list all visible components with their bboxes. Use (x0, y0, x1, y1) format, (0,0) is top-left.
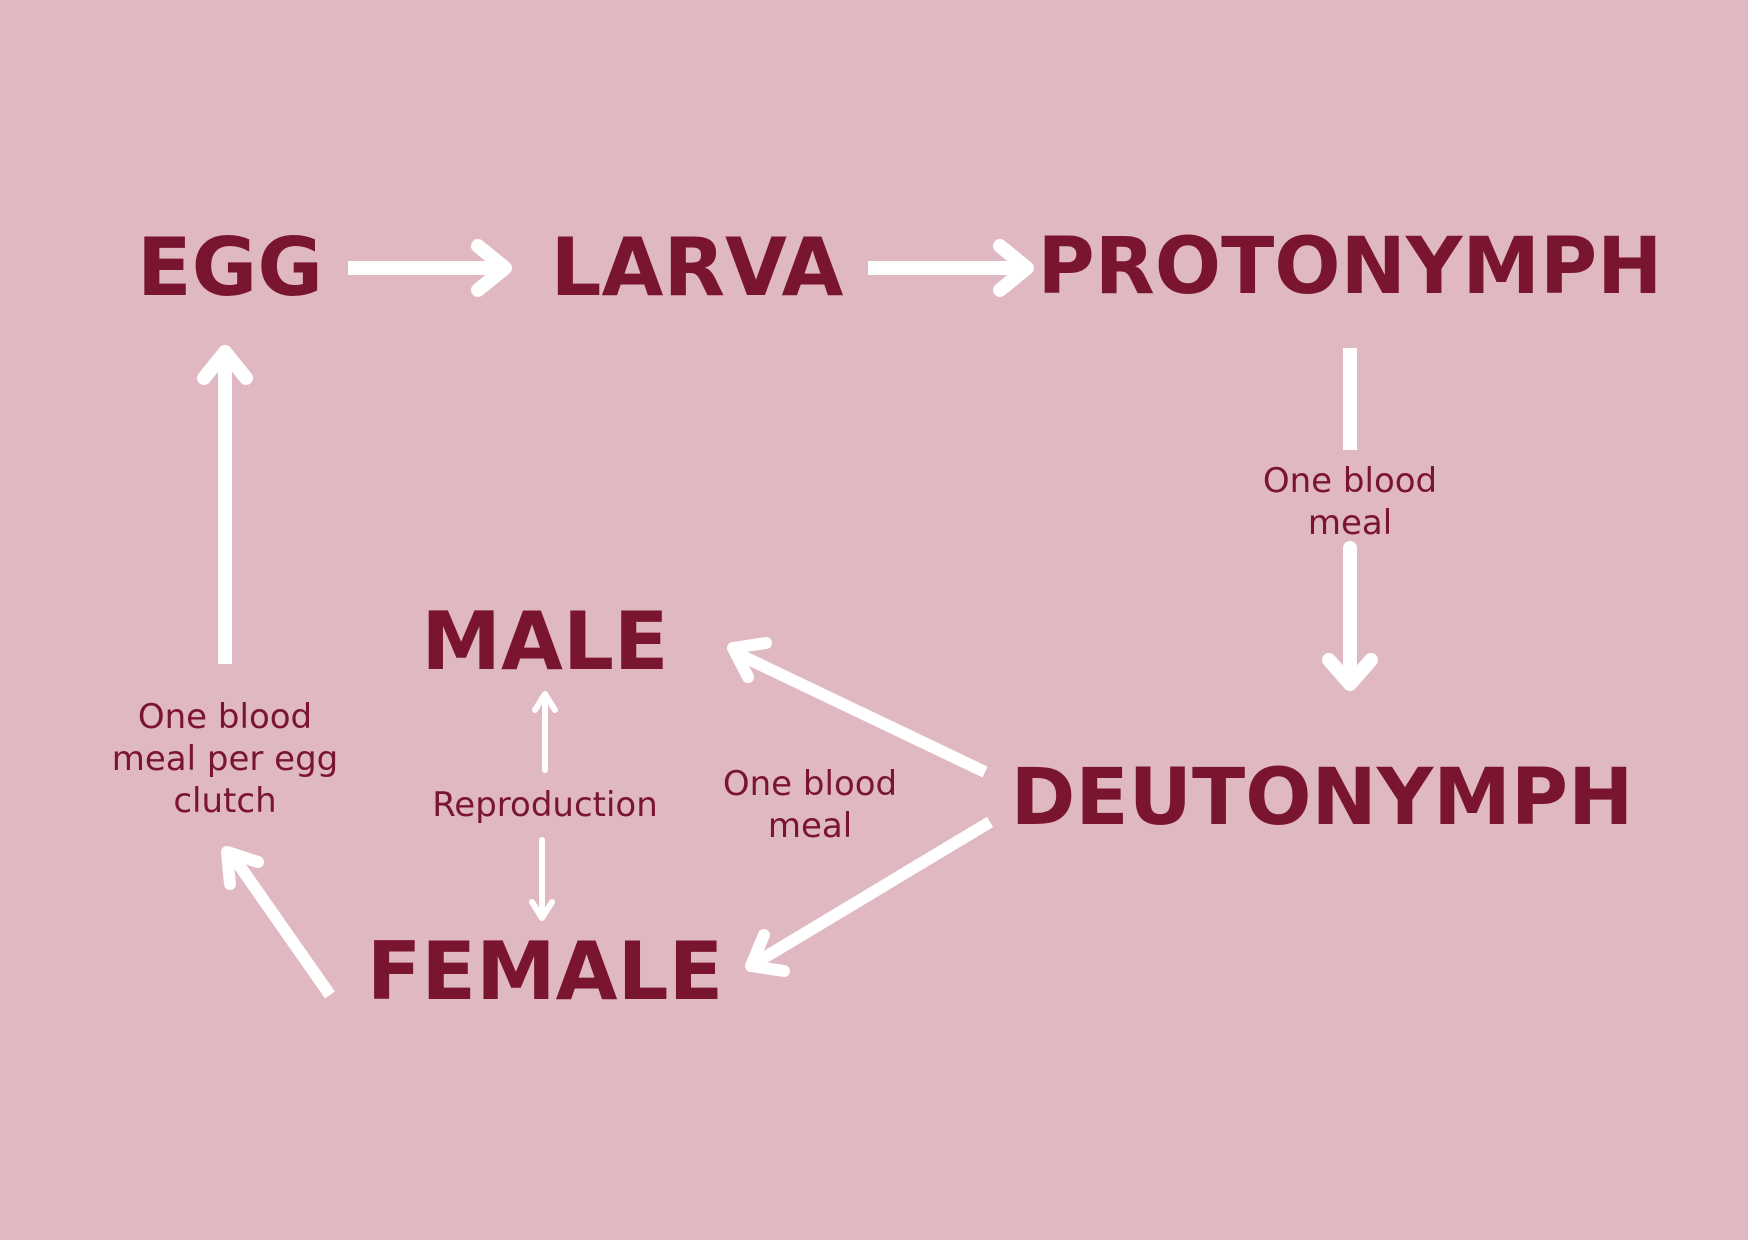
arrow-reproduction-down (529, 837, 555, 921)
arrow-reproduction-up (532, 691, 558, 773)
arrow-female-to-note (221, 846, 335, 999)
arrow-to-egg (197, 345, 253, 664)
arrow-deutonymph-to-female (745, 816, 994, 977)
stage-protonymph: PROTONYMPH (1037, 222, 1663, 312)
note-egg-clutch-blood-meal: One blood meal per egg clutch (111, 697, 339, 821)
arrow-larva-to-protonymph (868, 239, 1034, 297)
stage-female: FEMALE (366, 925, 724, 1018)
stage-deutonymph: DEUTONYMPH (1010, 753, 1634, 843)
stage-egg: EGG (137, 221, 323, 314)
note-protonymph-blood-meal: One blood meal (1262, 461, 1438, 543)
note-deutonymph-blood-meal: One blood meal (722, 764, 898, 846)
stage-male: MALE (421, 595, 669, 688)
stage-larva: LARVA (550, 221, 844, 314)
arrow-protonymph-to-deutonymph (1322, 348, 1378, 691)
arrow-deutonymph-to-male (727, 637, 988, 778)
note-reproduction: Reproduction (432, 785, 658, 825)
arrow-egg-to-larva (348, 239, 512, 297)
